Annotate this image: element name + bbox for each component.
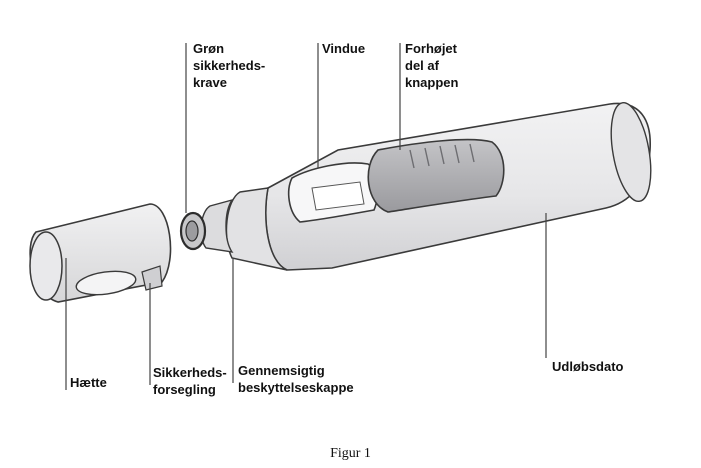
collar-inner (185, 220, 199, 242)
leader-lines (65, 43, 547, 390)
label-green-collar: Grøn sikkerheds- krave (193, 41, 266, 90)
button-ridges (409, 143, 475, 169)
label-window: Vindue (322, 41, 366, 56)
label-expiry-date: Udløbsdato (552, 359, 624, 374)
label-transparent-cover: Gennemsigtig beskyttelseskappe (238, 363, 354, 395)
figure-caption: Figur 1 (330, 446, 371, 461)
raised-button (367, 138, 505, 213)
label-safety-seal: Sikkerheds- forsegling (153, 365, 227, 397)
safety-seal (141, 265, 163, 291)
pen-body-end (610, 101, 652, 203)
label-cap: Hætte (70, 375, 107, 390)
transparent-cover (200, 198, 234, 253)
cap-seal-window (75, 270, 137, 296)
cap-opening (29, 231, 63, 301)
pen-neck (225, 187, 288, 271)
label-raised-button: Forhøjet del af knappen (405, 41, 459, 90)
window-inner (311, 181, 365, 211)
